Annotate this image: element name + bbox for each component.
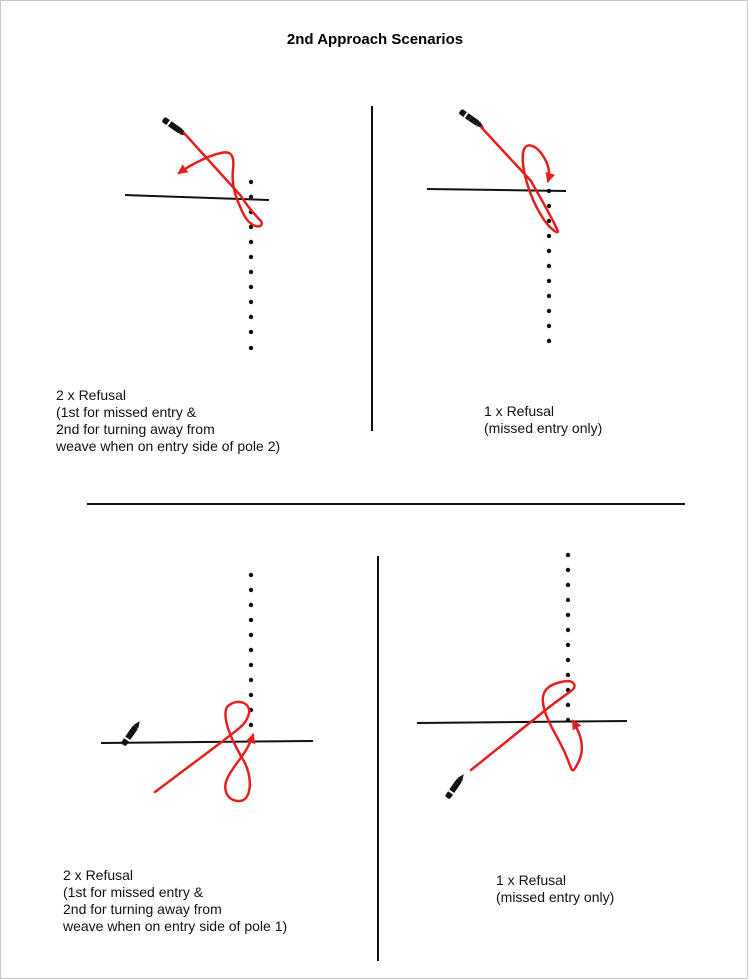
pole-dot <box>565 672 571 678</box>
pole-dot <box>546 188 552 194</box>
pole-dot <box>248 602 254 608</box>
scenario-3-diagram <box>100 572 314 803</box>
dog-path <box>177 131 263 228</box>
weave-poles <box>248 179 254 351</box>
dog-path <box>469 679 584 772</box>
pole-dot <box>565 567 571 573</box>
caption-line: (1st for missed entry & <box>63 884 204 900</box>
pole-dot <box>248 632 254 638</box>
pole-dot <box>248 239 254 245</box>
pole-dot <box>546 203 552 209</box>
pole-dot <box>546 323 552 329</box>
weave-poles <box>248 572 254 743</box>
pole-dot <box>248 284 254 290</box>
pen-marker-icon <box>459 109 484 128</box>
dog-path <box>479 125 560 234</box>
entry-line <box>426 188 567 192</box>
pole-dot <box>248 647 254 653</box>
pole-dot <box>565 657 571 663</box>
caption-line: (missed entry only) <box>496 889 615 905</box>
pole-dot <box>248 692 254 698</box>
pole-dot <box>248 254 254 260</box>
dog-path <box>153 700 256 803</box>
pole-dot <box>546 233 552 239</box>
pole-dot <box>546 248 552 254</box>
pole-dot <box>248 299 254 305</box>
pole-dot <box>248 314 254 320</box>
pole-dot <box>546 293 552 299</box>
pole-dot <box>546 263 552 269</box>
pole-dot <box>248 345 254 351</box>
pole-dot <box>546 338 552 344</box>
entry-line <box>100 740 314 744</box>
pole-dot <box>248 662 254 668</box>
caption-scenario-4: 1 x Refusal (missed entry only) <box>496 872 614 906</box>
pole-dot <box>546 308 552 314</box>
caption-line: 2nd for turning away from <box>63 901 222 917</box>
entry-line <box>416 720 628 724</box>
caption-line: 1 x Refusal <box>496 872 567 888</box>
pole-dot <box>565 612 571 618</box>
pole-dot <box>248 179 254 185</box>
weave-poles <box>546 173 552 344</box>
caption-line: weave when on entry side of pole 2) <box>56 438 281 454</box>
pole-dot <box>565 702 571 708</box>
caption-line: weave when on entry side of pole 1) <box>63 918 288 934</box>
pen-marker-icon <box>121 721 140 746</box>
pole-dot <box>248 617 254 623</box>
caption-scenario-1: 2 x Refusal (1st for missed entry & 2nd … <box>56 387 280 455</box>
page-title: 2nd Approach Scenarios <box>286 31 464 48</box>
pole-dot <box>565 597 571 603</box>
pole-dot <box>546 218 552 224</box>
entry-line <box>124 194 270 201</box>
caption-line: 2 x Refusal <box>63 867 134 883</box>
caption-line: 1 x Refusal <box>484 403 555 419</box>
caption-scenario-3: 2 x Refusal (1st for missed entry & 2nd … <box>63 867 287 935</box>
pole-dot <box>248 722 254 728</box>
caption-line: 2nd for turning away from <box>56 421 215 437</box>
pole-dot <box>248 572 254 578</box>
pole-dot <box>565 582 571 588</box>
pole-dot <box>546 278 552 284</box>
pole-dot <box>248 269 254 275</box>
caption-line: (1st for missed entry & <box>56 404 197 420</box>
caption-line: 2 x Refusal <box>56 387 127 403</box>
pole-dot <box>248 194 254 200</box>
pole-dot <box>565 717 571 723</box>
pole-dot <box>248 587 254 593</box>
caption-scenario-2: 1 x Refusal (missed entry only) <box>484 403 602 437</box>
pole-dot <box>565 642 571 648</box>
scenario-1-diagram <box>124 117 270 351</box>
scenario-4-diagram <box>416 552 628 799</box>
caption-line: (missed entry only) <box>484 420 603 436</box>
pole-dot <box>248 677 254 683</box>
pole-dot <box>565 627 571 633</box>
pole-dot <box>248 329 254 335</box>
pen-marker-icon <box>445 774 464 799</box>
pole-dot <box>565 552 571 558</box>
scenario-2-diagram <box>426 109 567 344</box>
weave-poles <box>565 552 571 723</box>
